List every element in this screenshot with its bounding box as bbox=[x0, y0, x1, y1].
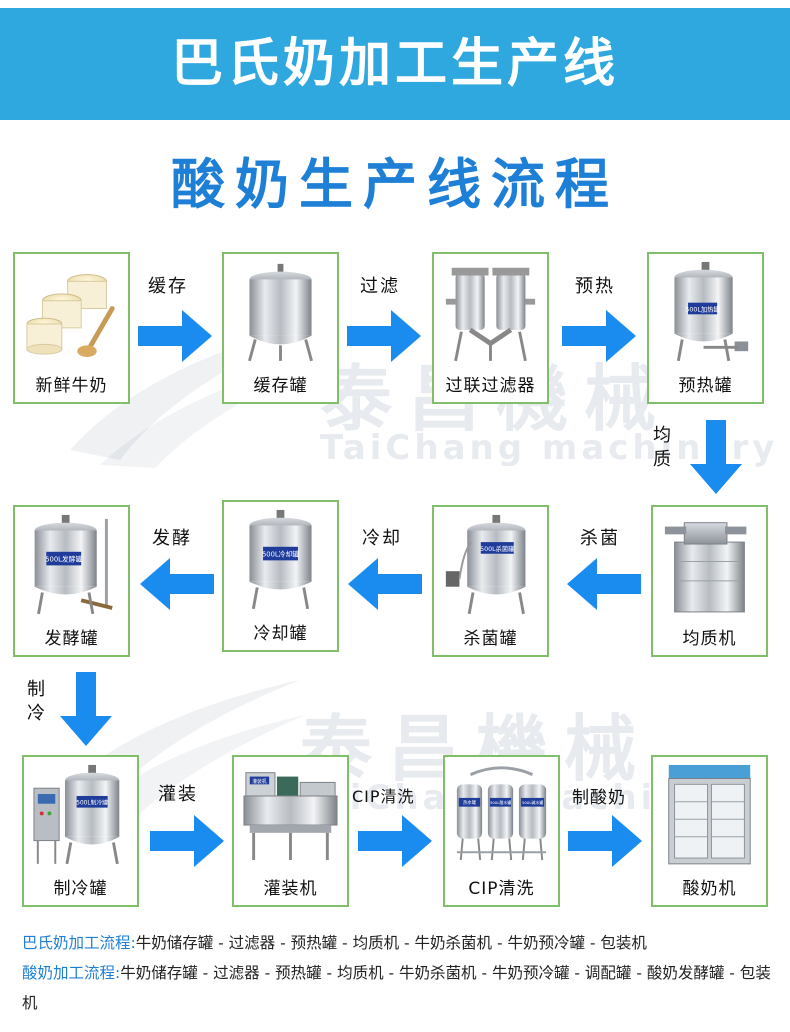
pasteur-process-line: 巴氏奶加工流程:牛奶储存罐 - 过滤器 - 预热罐 - 均质机 - 牛奶杀菌机 … bbox=[22, 928, 777, 958]
pasteur-process-steps: 牛奶储存罐 - 过滤器 - 预热罐 - 均质机 - 牛奶杀菌机 - 牛奶预冷罐 … bbox=[135, 934, 647, 952]
cip-cleaning-icon: 热水罐 500L酸水罐 500L碱水罐 bbox=[456, 766, 547, 861]
step-label: 酸奶机 bbox=[682, 879, 737, 899]
arrow-label: 均质 bbox=[653, 425, 673, 470]
arrow-right-icon bbox=[347, 310, 421, 362]
step-preheat-tank: 500L加热罐 预热罐 bbox=[647, 252, 764, 404]
yogurt-process-steps: 牛奶储存罐 - 过滤器 - 预热罐 - 均质机 - 牛奶杀菌机 - 牛奶预冷罐 … bbox=[22, 964, 771, 1012]
arrow-right-icon bbox=[150, 815, 224, 867]
sterilizer-tank-icon: 500L杀菌罐 bbox=[445, 514, 526, 615]
step-label: 新鲜牛奶 bbox=[35, 376, 108, 396]
filling-machine-icon: 灌装机 bbox=[243, 772, 338, 860]
step-label: 冷却罐 bbox=[253, 624, 308, 644]
buffer-tank-icon bbox=[248, 263, 313, 362]
arrow-label: 过滤 bbox=[360, 276, 400, 297]
tank-plate-text: 热水罐 bbox=[463, 799, 477, 806]
arrow-down-icon bbox=[690, 420, 742, 494]
tank-plate-text: 500L杀菌罐 bbox=[480, 544, 515, 553]
arrow-right-icon bbox=[358, 815, 432, 867]
homogenizer-icon bbox=[664, 522, 747, 613]
fermentation-tank-icon: 500L发酵罐 bbox=[34, 514, 113, 615]
arrow-right-icon bbox=[138, 310, 212, 362]
arrow-left-icon bbox=[140, 558, 214, 610]
refrigeration-tank-icon: 500L制冷罐 bbox=[33, 764, 120, 865]
step-label: 发酵罐 bbox=[44, 629, 99, 649]
step-homogenizer: 均质机 bbox=[651, 505, 768, 657]
arrow-right-icon bbox=[562, 310, 636, 362]
step-fresh-milk: 新鲜牛奶 bbox=[13, 252, 130, 404]
tank-plate-text: 500L酸水罐 bbox=[490, 800, 511, 805]
arrow-left-icon bbox=[348, 558, 422, 610]
arrow-label: 预热 bbox=[575, 276, 615, 297]
banner: 巴氏奶加工生产线 bbox=[0, 0, 790, 120]
step-filling-machine: 灌装机 灌装机 bbox=[232, 755, 349, 907]
step-label: CIP清洗 bbox=[468, 879, 535, 899]
tank-plate-text: 灌装机 bbox=[252, 778, 267, 785]
tank-plate-text: 500L发酵罐 bbox=[45, 554, 82, 563]
yogurt-cabinet-icon bbox=[668, 764, 751, 865]
step-cooling-tank: 500L冷却罐 冷却罐 bbox=[222, 500, 339, 652]
arrow-label: CIP清洗 bbox=[352, 787, 415, 806]
banner-title: 巴氏奶加工生产线 bbox=[170, 34, 619, 94]
duplex-filter-icon bbox=[445, 267, 536, 362]
step-label: 制冷罐 bbox=[53, 879, 108, 899]
arrow-label: 冷却 bbox=[362, 528, 402, 549]
page-subtitle: 酸奶生产线流程 bbox=[171, 153, 619, 216]
yogurt-process-line: 酸奶加工流程:牛奶储存罐 - 过滤器 - 预热罐 - 均质机 - 牛奶杀菌机 -… bbox=[22, 958, 777, 1018]
banner-strip bbox=[0, 8, 790, 120]
step-yogurt-machine: 酸奶机 bbox=[651, 755, 768, 907]
step-fermentation-tank: 500L发酵罐 发酵罐 bbox=[13, 505, 130, 657]
tank-plate-text: 500L冷却罐 bbox=[262, 549, 299, 558]
step-buffer-tank: 缓存罐 bbox=[222, 252, 339, 404]
tank-plate-text: 500L制冷罐 bbox=[76, 799, 108, 807]
arrow-label: 制酸奶 bbox=[572, 788, 626, 808]
step-label: 杀菌罐 bbox=[463, 629, 518, 649]
step-label: 均质机 bbox=[682, 629, 737, 649]
arrow-right-icon bbox=[568, 815, 642, 867]
step-label: 缓存罐 bbox=[253, 376, 308, 396]
arrow-label: 发酵 bbox=[152, 528, 192, 549]
arrow-label: 灌装 bbox=[158, 784, 198, 805]
arrow-left-icon bbox=[567, 558, 641, 610]
step-refrigeration-tank: 500L制冷罐 制冷罐 bbox=[22, 755, 139, 907]
step-label: 灌装机 bbox=[263, 879, 318, 899]
yogurt-process-title: 酸奶加工流程: bbox=[22, 964, 121, 982]
arrow-label: 制冷 bbox=[27, 679, 47, 724]
step-label: 预热罐 bbox=[678, 376, 733, 396]
arrow-down-icon bbox=[60, 672, 112, 746]
preheat-tank-icon: 500L加热罐 bbox=[674, 261, 749, 362]
step-label: 过联过滤器 bbox=[445, 376, 536, 396]
cooling-tank-icon: 500L冷却罐 bbox=[249, 509, 312, 610]
tank-plate-text: 500L加热罐 bbox=[685, 304, 720, 313]
process-notes: 巴氏奶加工流程:牛奶储存罐 - 过滤器 - 预热罐 - 均质机 - 牛奶杀菌机 … bbox=[22, 928, 777, 1018]
pasteur-process-title: 巴氏奶加工流程: bbox=[22, 934, 136, 952]
step-cip-cleaning: 热水罐 500L酸水罐 500L碱水罐 CIP清洗 bbox=[443, 755, 560, 907]
arrow-label: 杀菌 bbox=[580, 528, 620, 549]
tank-plate-text: 500L碱水罐 bbox=[522, 800, 543, 805]
arrow-label: 缓存 bbox=[148, 276, 188, 297]
milk-jars-icon bbox=[26, 274, 115, 357]
step-duplex-filter: 过联过滤器 bbox=[432, 252, 549, 404]
step-sterilizer-tank: 500L杀菌罐 杀菌罐 bbox=[432, 505, 549, 657]
